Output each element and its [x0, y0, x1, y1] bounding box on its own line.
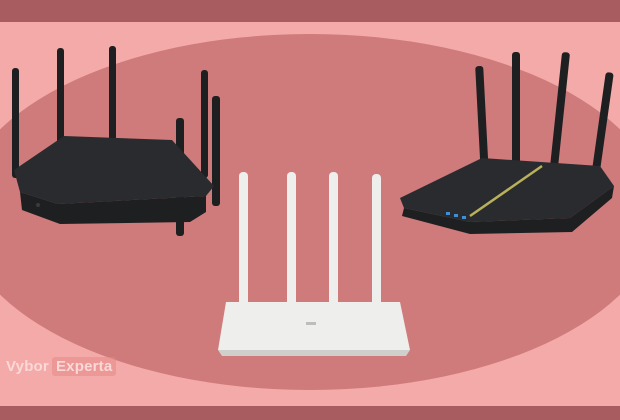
watermark-right: Experta	[51, 356, 117, 376]
antenna	[239, 172, 248, 308]
router-edge	[218, 350, 410, 356]
white-router-four-antennas	[218, 172, 410, 356]
antenna	[57, 48, 64, 160]
antenna	[212, 96, 220, 206]
antenna	[201, 70, 208, 178]
led-dot	[36, 203, 40, 207]
top-band	[0, 0, 620, 22]
antenna	[475, 66, 489, 178]
watermark-left: Vybor	[6, 357, 49, 375]
antenna	[512, 52, 520, 174]
antenna	[549, 52, 570, 172]
router-body	[218, 302, 410, 350]
router-front-face	[402, 186, 614, 234]
bottom-band	[0, 406, 620, 420]
watermark: Vybor Experta	[6, 355, 117, 377]
antenna	[329, 172, 338, 308]
asus-router-four-antennas	[400, 52, 614, 234]
antenna	[590, 72, 614, 184]
antenna	[287, 172, 296, 308]
antenna	[12, 68, 19, 178]
logo-mark	[306, 322, 316, 325]
router-top-face	[14, 136, 214, 204]
antenna	[372, 174, 381, 308]
accent-stripe	[469, 164, 543, 218]
antenna	[109, 46, 116, 146]
black-router-six-antennas	[12, 46, 220, 236]
router-front-face	[20, 192, 206, 224]
